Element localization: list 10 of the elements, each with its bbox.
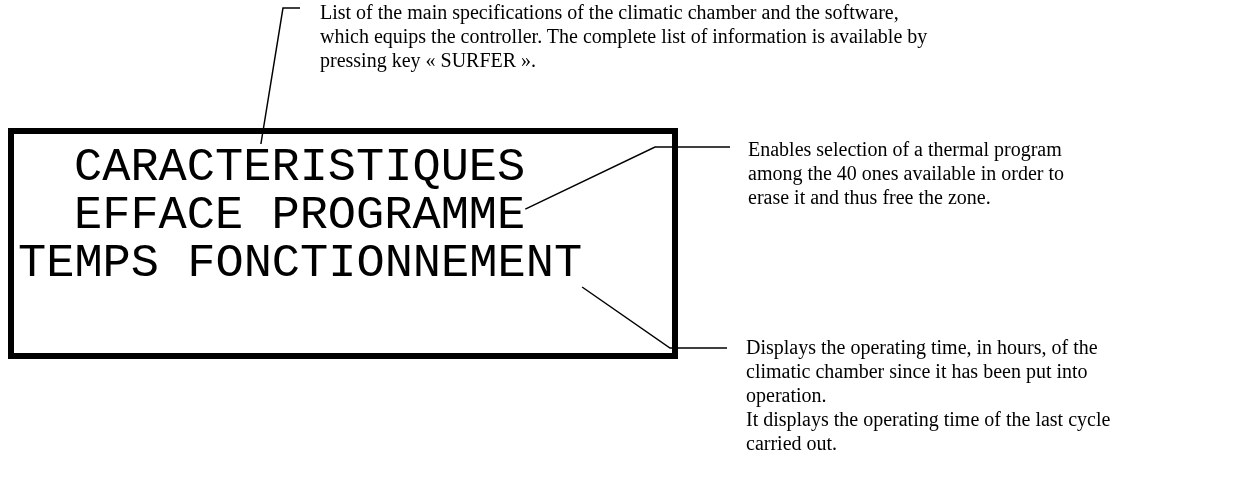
callout-text: List of the main specifications of the climatic chamber and the software, which equips the controller. The complete list of information is available by pressing key « SURFER ». [320, 0, 930, 72]
menu-item: EFFACE PROGRAMME [74, 192, 526, 240]
callout-text: It displays the operating time of the last cycle carried out. [746, 407, 1112, 455]
menu-item: TEMPS FONCTIONNEMENT [18, 240, 583, 288]
leader-line [524, 146, 731, 210]
callout-text: Displays the operating time, in hours, of the climatic chamber since it has been put into operation. [746, 335, 1099, 407]
menu-item: CARACTERISTIQUES [74, 144, 526, 192]
lcd-display-screen [8, 128, 678, 359]
leader-line [581, 286, 728, 349]
callout-text: Enables selection of a thermal program among the 40 ones available in order to erase it and thus free the zone. [748, 137, 1088, 209]
